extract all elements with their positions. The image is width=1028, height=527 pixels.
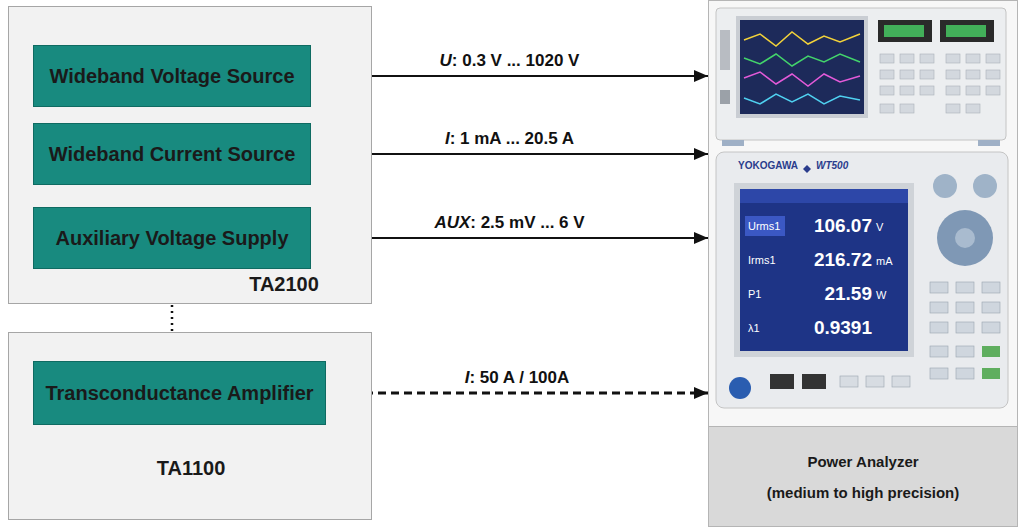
signal-symbol: I bbox=[445, 129, 450, 148]
box-text: Transconductance Amplifier bbox=[45, 382, 313, 405]
instrument-wt500 bbox=[716, 152, 1008, 408]
box-text: Auxiliary Voltage Supply bbox=[55, 227, 288, 250]
reading-text: 106.07 bbox=[814, 216, 872, 235]
device-box: TA1100 Transconductance Amplifier bbox=[8, 332, 372, 520]
source-box: Wideband Current Source bbox=[33, 123, 311, 185]
panel-ground bbox=[708, 0, 1018, 426]
analyzer-caption: (medium to high precision) bbox=[767, 484, 960, 501]
box-text: Wideband Voltage Source bbox=[49, 65, 294, 88]
reading-text: Irms1 bbox=[748, 255, 776, 266]
reading-text: 0.9391 bbox=[814, 318, 872, 337]
reading-text: mA bbox=[876, 256, 893, 267]
reading-text: W bbox=[876, 290, 886, 301]
signal-range: I: 50 A / 100A bbox=[465, 368, 570, 388]
device-box: TA2100 Wideband Voltage SourceWideband Cu… bbox=[8, 6, 372, 304]
reading-text: 21.59 bbox=[824, 284, 872, 303]
source-box: Auxiliary Voltage Supply bbox=[33, 207, 311, 269]
signal-range: I: 1 mA ... 20.5 A bbox=[445, 129, 574, 149]
connector bbox=[326, 392, 708, 395]
reading-text: V bbox=[876, 222, 883, 233]
reading-text: Urms1 bbox=[748, 221, 780, 232]
signal-range: AUX: 2.5 mV ... 6 V bbox=[434, 213, 584, 233]
box-text: Wideband Current Source bbox=[49, 143, 296, 166]
label-area: TA2100 bbox=[184, 269, 384, 299]
brand-label: YOKOGAWA bbox=[738, 161, 798, 171]
reading-text: 216.72 bbox=[814, 250, 872, 269]
signal-symbol: U bbox=[440, 51, 452, 70]
signal-symbol: I bbox=[465, 368, 470, 387]
label-area: TA1100 bbox=[91, 453, 291, 483]
caption-band: Power Analyzer (medium to high precision) bbox=[709, 426, 1017, 526]
reading-text: P1 bbox=[748, 289, 761, 300]
amplifier-box: Transconductance Amplifier bbox=[33, 361, 326, 425]
instrument-top bbox=[716, 8, 1006, 146]
signal-symbol: AUX bbox=[434, 213, 470, 232]
signal-range: U: 0.3 V ... 1020 V bbox=[440, 51, 580, 71]
analyzer-caption: Power Analyzer bbox=[807, 453, 918, 470]
source-box: Wideband Voltage Source bbox=[33, 45, 311, 107]
brand-label: WT500 bbox=[816, 161, 848, 171]
device-name: TA1100 bbox=[157, 457, 226, 480]
device-name: TA2100 bbox=[249, 273, 319, 296]
reading-text: λ1 bbox=[748, 323, 760, 334]
